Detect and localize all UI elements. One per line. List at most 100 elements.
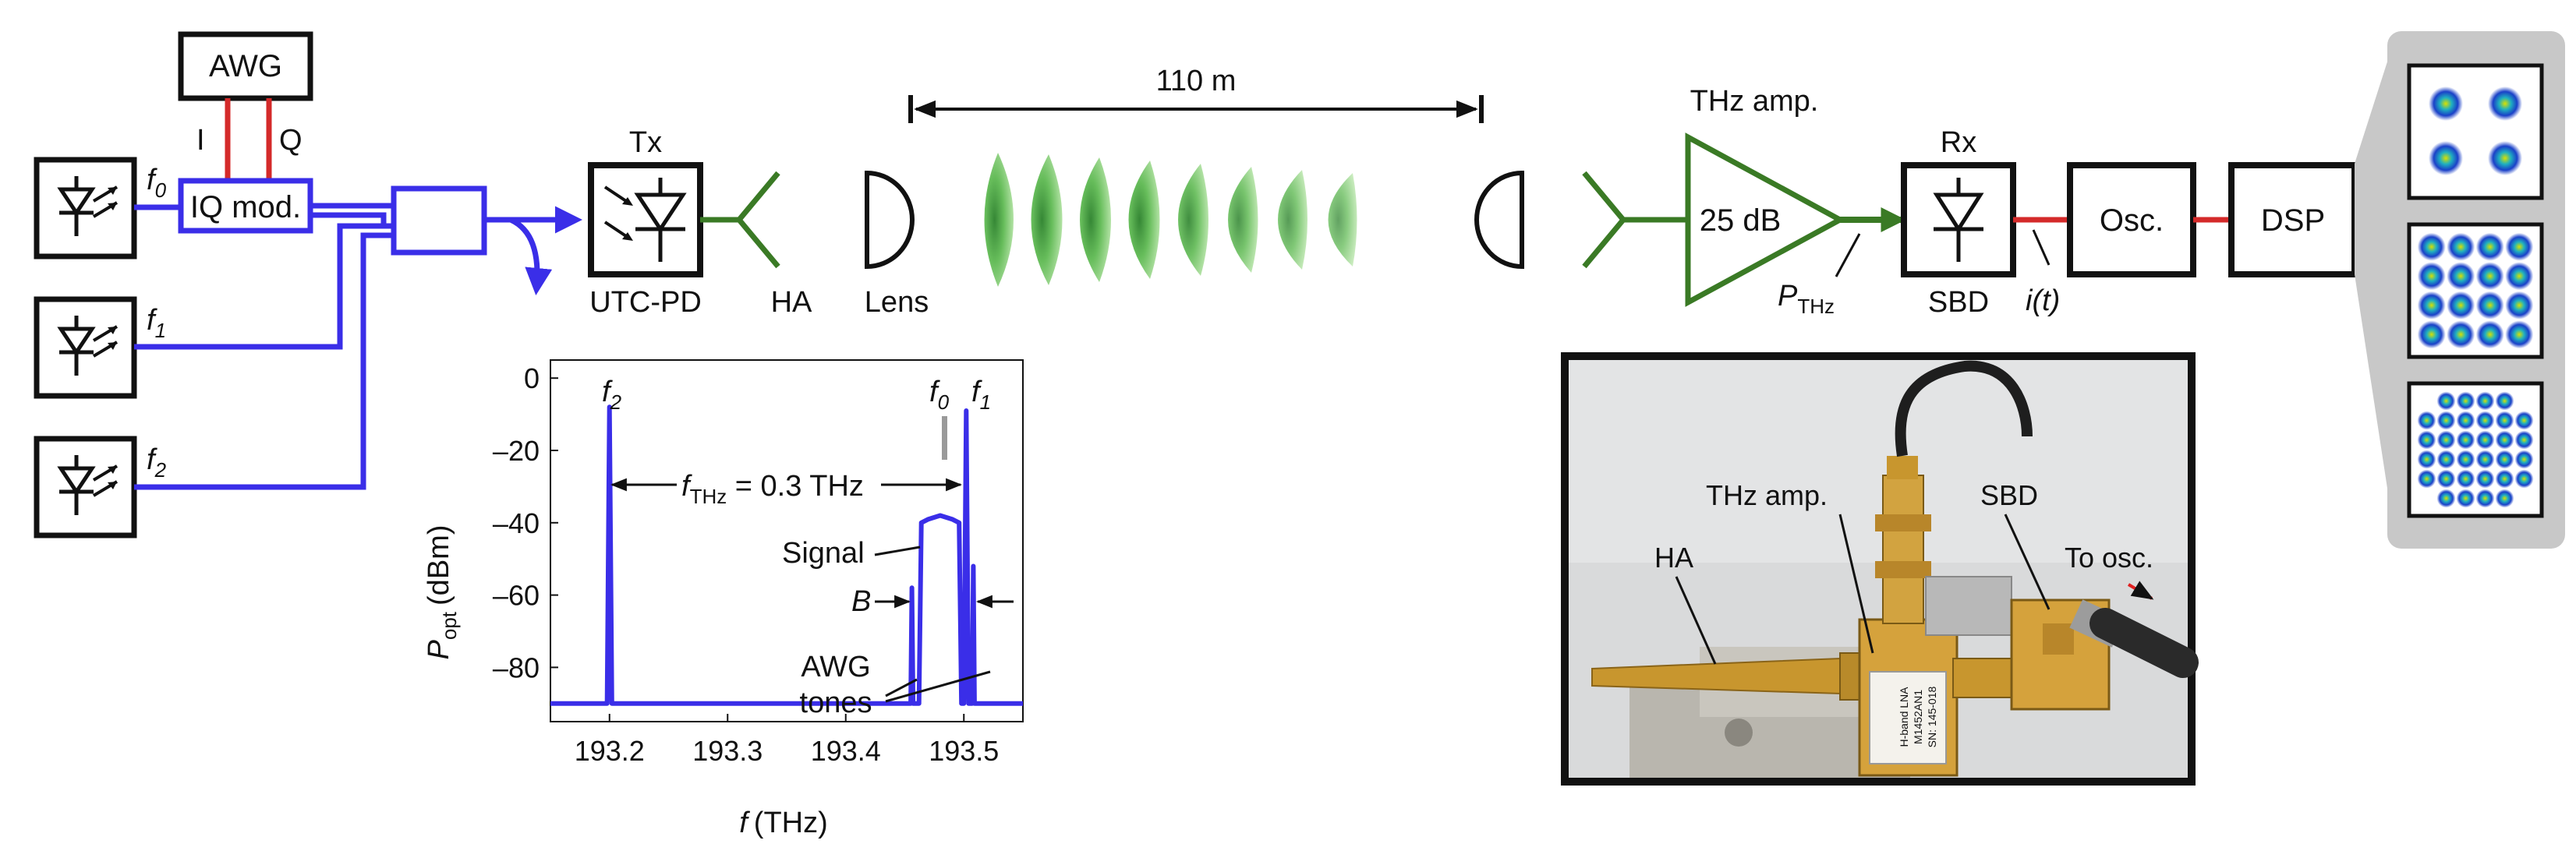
tx-label: Tx <box>629 126 662 159</box>
awg-tones-pointer-2 <box>885 670 991 703</box>
current-label: i(t) <box>2026 284 2060 317</box>
p-thz-pointer <box>1835 233 1861 277</box>
amp-module-text-1: H-band LNA <box>1898 687 1910 747</box>
constellation-point <box>2514 469 2534 489</box>
constellation-point <box>2456 469 2475 489</box>
constellation-point <box>2475 489 2495 508</box>
ha-label: HA <box>771 286 812 319</box>
iq-mod-label: IQ mod. <box>190 190 301 224</box>
y-tick-label: 0 <box>524 362 540 394</box>
laser-f2-label: f2 <box>147 443 167 482</box>
dsp-block: DSP <box>2228 162 2358 277</box>
y-tick-label: –20 <box>493 435 540 467</box>
constellation-point <box>2495 391 2514 411</box>
awg-tones-pointer-1 <box>885 678 918 697</box>
constellation-point <box>2456 489 2475 508</box>
optical-coupler <box>391 185 487 256</box>
osc-label: Osc. <box>2100 203 2164 238</box>
p-thz-label: PTHz <box>1778 280 1835 318</box>
thz-amp-title: THz amp. <box>1690 85 1819 118</box>
laser-f0-label: f0 <box>147 164 167 202</box>
rx-label: Rx <box>1941 126 1976 159</box>
photo-label-ha: HA <box>1654 542 1693 574</box>
amp-gain-label: 25 dB <box>1700 203 1782 238</box>
utc-pd-label: UTC-PD <box>589 286 702 319</box>
constellation-point <box>2475 391 2495 411</box>
constellation-point <box>2505 262 2534 291</box>
constellation-point <box>2495 430 2514 450</box>
constellation-point <box>2417 320 2446 349</box>
sbd-label: SBD <box>1928 286 1989 319</box>
laser-f1-label: f1 <box>147 304 166 342</box>
laser-f1 <box>34 296 137 399</box>
lens-label: Lens <box>865 286 929 319</box>
constellation-point <box>2417 450 2436 469</box>
tx-lens <box>865 170 915 270</box>
constellation-point <box>2436 489 2456 508</box>
iq-modulator: IQ mod. <box>178 178 313 234</box>
constellation-point <box>2475 469 2495 489</box>
constellation-point <box>2475 320 2504 349</box>
y-tick-label: –60 <box>493 580 540 612</box>
sbd-block <box>1901 162 2016 277</box>
dsp-label: DSP <box>2261 203 2325 238</box>
annot-fthz: fTHz = 0.3 THz <box>681 470 864 508</box>
f0-marker <box>942 416 947 460</box>
constellation-point <box>2417 469 2436 489</box>
photo-sbd-pointer <box>2004 514 2051 610</box>
constellation-point <box>2417 262 2446 291</box>
rx-horn-antenna <box>1582 171 1688 269</box>
constellation-point <box>2447 232 2475 261</box>
constellation-point <box>2456 411 2475 430</box>
constellation-32qam <box>2407 381 2544 518</box>
constellation-point <box>2475 232 2504 261</box>
x-tick-label: 193.3 <box>692 735 763 767</box>
constellation-point <box>2436 411 2456 430</box>
x-tick-label: 193.5 <box>929 735 999 767</box>
constellation-point <box>2456 430 2475 450</box>
constellation-point <box>2475 262 2504 291</box>
tap-arrow <box>509 217 553 295</box>
constellation-point <box>2436 430 2456 450</box>
y-tick-label: –40 <box>493 507 540 539</box>
photo-label-sbd: SBD <box>1980 479 2038 511</box>
constellation-point <box>2456 450 2475 469</box>
photo-label-thz-amp: THz amp. <box>1706 479 1828 511</box>
utc-pd-block <box>588 162 703 277</box>
chart-xlabel: f(THz) <box>739 807 828 839</box>
constellation-16qam <box>2407 222 2544 359</box>
laser-f2 <box>34 436 137 538</box>
iq-i-label: I <box>196 124 205 157</box>
setup-photo: H-band LNA M1452AN1 SN: 145-018 <box>1561 352 2199 786</box>
annot-bandwidth: B <box>851 585 871 618</box>
constellation-point <box>2417 430 2436 450</box>
photo-amp-pointer <box>1838 514 1874 654</box>
distance-label: 110 m <box>1156 65 1237 97</box>
spectrum-series-line <box>550 404 1023 706</box>
constellation-point <box>2475 430 2495 450</box>
constellation-point <box>2495 450 2514 469</box>
constellation-point <box>2505 291 2534 320</box>
constellation-point <box>2475 450 2495 469</box>
constellation-callout <box>2355 37 2395 539</box>
annot-f1: f1 <box>971 376 991 414</box>
constellation-point <box>2514 411 2534 430</box>
x-tick-label: 193.4 <box>811 735 881 767</box>
chart-ylabel: Popt(dBm) <box>423 525 461 660</box>
annot-f0: f0 <box>929 376 950 414</box>
constellation-point <box>2475 411 2495 430</box>
iq-q-label: Q <box>279 124 303 157</box>
constellation-point <box>2505 320 2534 349</box>
current-pointer <box>2032 229 2051 266</box>
constellation-point <box>2417 291 2446 320</box>
oscilloscope-block: Osc. <box>2067 162 2196 277</box>
constellation-point <box>2417 411 2436 430</box>
constellation-point <box>2436 450 2456 469</box>
annot-signal: Signal <box>782 537 865 570</box>
annot-awg-tones-2: tones <box>800 687 872 719</box>
thz-amplifier <box>1685 132 1846 307</box>
constellation-point <box>2514 430 2534 450</box>
annot-f2: f2 <box>602 376 622 414</box>
